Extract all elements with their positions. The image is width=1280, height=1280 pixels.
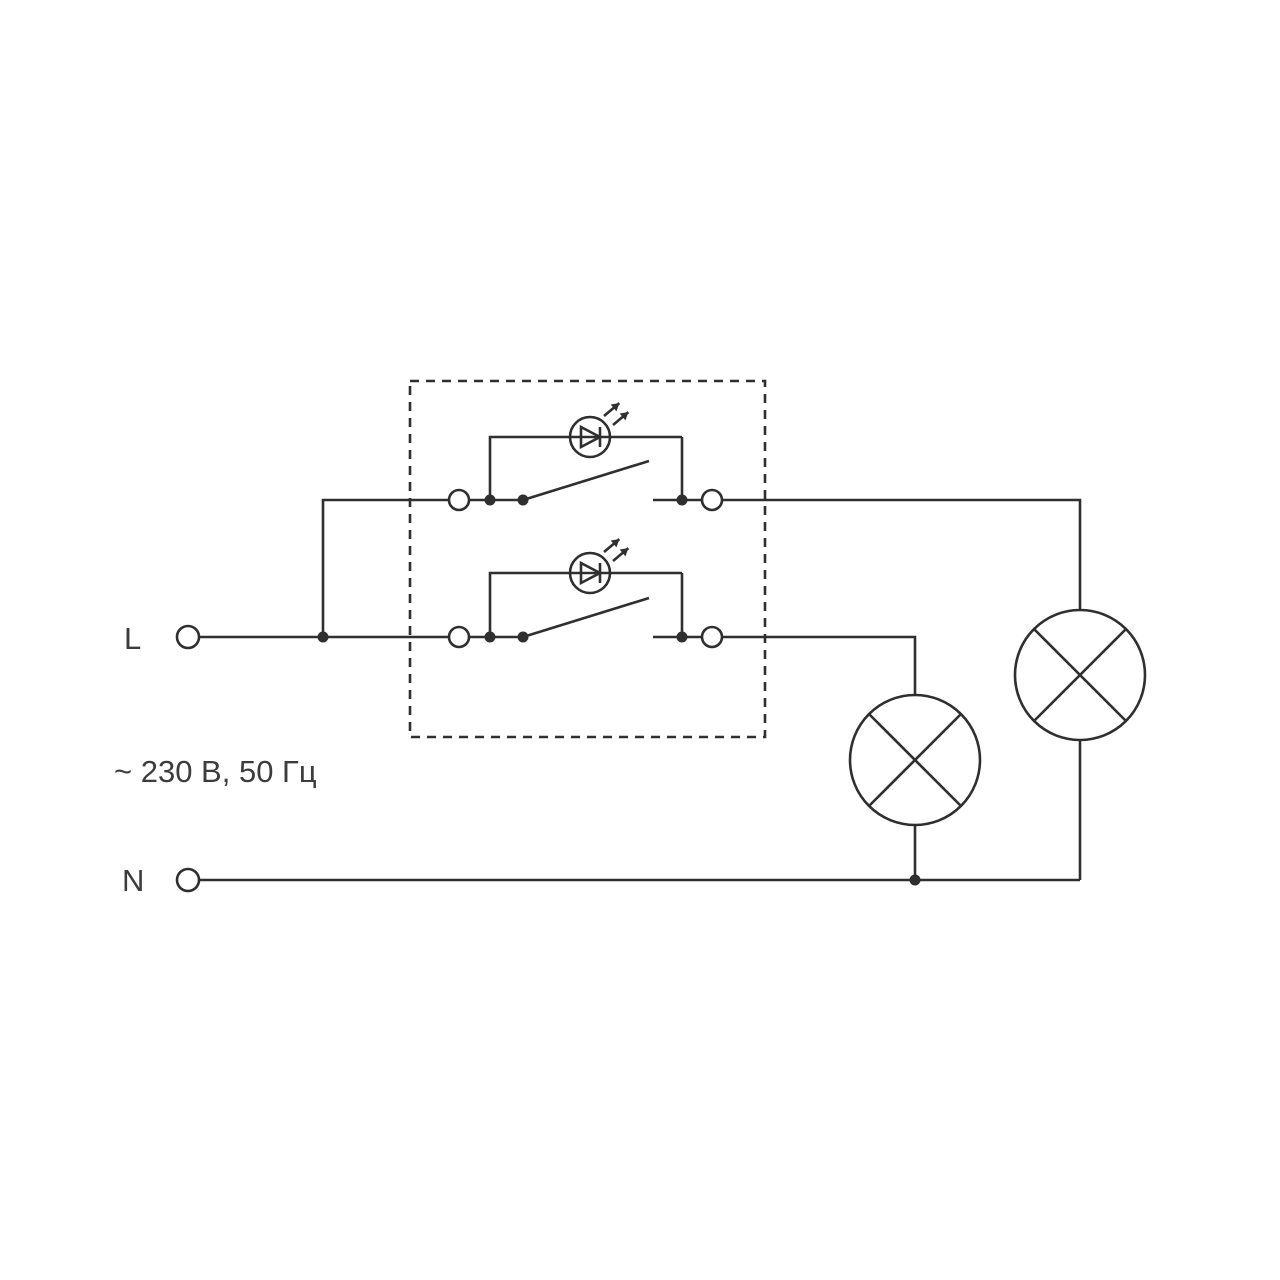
led-emission-arrow-icon [603,538,621,553]
line-terminal-label: L [124,621,141,656]
lamp-left [848,693,982,827]
led-diode-triangle [579,424,603,450]
wire-segment [722,498,1082,610]
switch-terminal [700,488,724,512]
load-wiring-right [722,498,1082,880]
lamp-cross-line [868,713,962,807]
wire-segment [488,435,570,500]
wire-segment [488,571,570,637]
lamp-cross-line [1033,628,1127,722]
neutral-terminal [175,867,201,893]
led-emission-arrow-icon [603,402,621,417]
led-diode-triangle [579,560,603,586]
switch-blade [522,596,650,639]
lamp-right [1013,608,1147,742]
switch-contact-top [447,459,724,512]
load-wiring-left [722,635,917,880]
junction-dot [317,631,329,643]
wire-segment [722,635,917,695]
switch-terminal [447,488,471,512]
junction-dot [909,874,921,886]
led-emission-arrow-icon [612,547,630,562]
wire-segment [321,498,449,637]
line-terminal [175,624,201,650]
switch-contact-bottom [447,596,724,649]
line-feed: L [124,498,449,656]
neutral-feed: N [122,863,1080,898]
arrow-head [610,403,620,412]
switch-unit-dashed-enclosure [408,379,767,739]
supply-rating-label: ~ 230 В, 50 Гц [114,754,317,789]
led-indicator-bottom [488,538,684,637]
arrow-head [610,539,620,548]
switch-blade [522,459,650,502]
neutral-terminal-label: N [122,863,144,898]
led-emission-arrow-icon [612,411,630,426]
led-indicator-top [488,402,684,500]
arrow-head [619,548,629,557]
arrow-head [619,412,629,421]
switch-terminal [700,625,724,649]
switch-terminal [447,625,471,649]
